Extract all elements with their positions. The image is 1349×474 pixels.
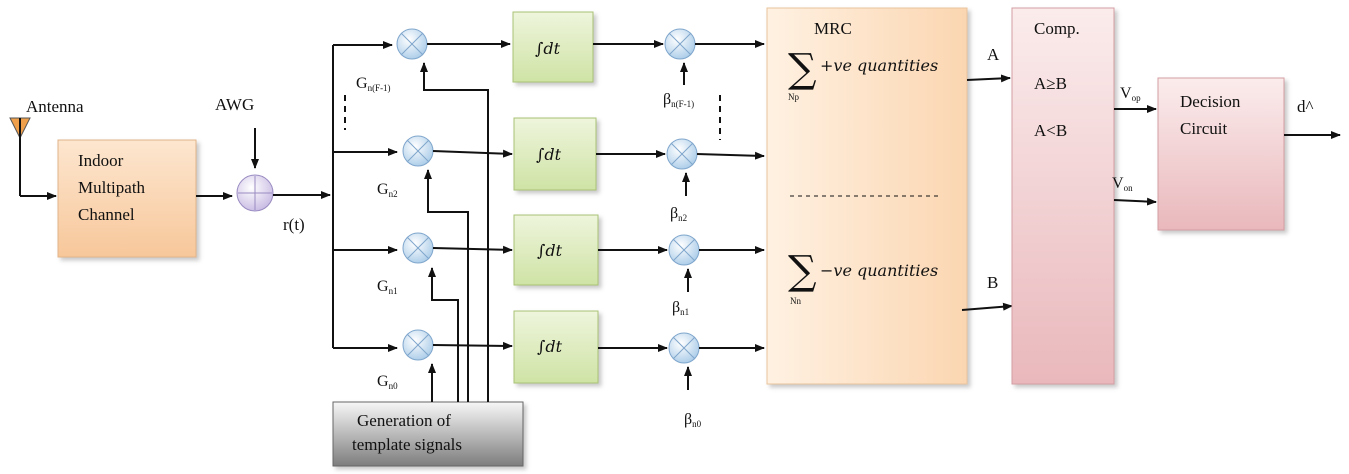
wire-template-gf1	[420, 62, 489, 402]
antenna-label: Antenna	[26, 97, 84, 116]
wire-template-g1	[428, 267, 459, 402]
multiplier-beta-f1-icon	[664, 28, 696, 60]
integrator-label-0: ∫dt	[537, 337, 563, 356]
integrator-block-2: ∫dt	[513, 117, 597, 191]
wire-b2-mrc	[696, 151, 765, 160]
output-label: d^	[1297, 97, 1314, 116]
multiplier-beta0-icon	[668, 332, 700, 364]
sum-neg-label: −ve quantities	[820, 261, 938, 280]
decision-label-2: Circuit	[1180, 119, 1227, 138]
g-label-2: Gn2	[377, 181, 398, 199]
antenna-icon	[9, 117, 31, 196]
channel-label-2: Multipath	[78, 178, 146, 197]
sum-neg-sigma: ∑	[788, 248, 817, 294]
wire-m1-int	[432, 245, 513, 254]
sum-neg-sub: Nn	[790, 296, 801, 306]
sum-pos-sigma: ∑	[788, 46, 817, 92]
integrator-block-1: ∫dt	[513, 214, 599, 286]
integrator-label-2: ∫dt	[536, 145, 562, 164]
integrator-block-f1: ∫dt	[512, 11, 594, 83]
wire-mrc-b	[961, 302, 1013, 311]
wire-template-g2	[424, 169, 469, 402]
multiplier-beta2-icon	[666, 138, 698, 170]
channel-label-1: Indoor	[78, 151, 124, 170]
g-label-0: Gn0	[377, 373, 398, 391]
wire-von	[1113, 197, 1157, 206]
multiplier-g2-icon	[402, 135, 434, 167]
g-label-1: Gn1	[377, 278, 398, 296]
wire-m2-int	[432, 149, 513, 158]
beta-label-f1: βn(F-1)	[663, 91, 694, 109]
generation-label-2: template signals	[352, 435, 462, 454]
comp-title: Comp.	[1034, 19, 1080, 38]
comparator-block	[1011, 7, 1115, 385]
template-generator-block	[332, 401, 524, 467]
generation-label-1: Generation of	[357, 411, 451, 430]
vop-label: Vop	[1120, 85, 1141, 103]
multiplier-g1-icon	[402, 232, 434, 264]
sum-pos-label: +ve quantities	[820, 56, 938, 75]
awg-label: AWG	[215, 95, 254, 114]
multiplier-beta1-icon	[668, 234, 700, 266]
integrator-label-f1: ∫dt	[535, 39, 561, 58]
a-label: A	[987, 45, 1000, 64]
beta-label-1: βn1	[672, 299, 689, 317]
wire-m0-int	[432, 341, 513, 350]
beta-label-0: βn0	[684, 411, 702, 429]
multiplier-g-f1-icon	[396, 28, 428, 60]
multiplier-g0-icon	[402, 329, 434, 361]
adder-icon	[236, 174, 274, 212]
mrc-title: MRC	[814, 19, 852, 38]
integrator-block-0: ∫dt	[513, 310, 599, 384]
von-label: Von	[1112, 175, 1133, 193]
decision-block	[1157, 77, 1285, 231]
comp-ge-label: A≥B	[1034, 74, 1067, 93]
wire-mrc-a	[966, 74, 1011, 83]
channel-block	[57, 139, 197, 258]
comp-lt-label: A<B	[1034, 121, 1067, 140]
channel-label-3: Channel	[78, 205, 135, 224]
decision-label-1: Decision	[1180, 92, 1241, 111]
beta-label-2: βn2	[670, 205, 687, 223]
b-label: B	[987, 273, 998, 292]
sum-pos-sub: Np	[788, 92, 799, 102]
integrator-label-1: ∫dt	[537, 241, 563, 260]
rt-label: r(t)	[283, 215, 305, 234]
g-label-f1: Gn(F-1)	[356, 75, 391, 93]
